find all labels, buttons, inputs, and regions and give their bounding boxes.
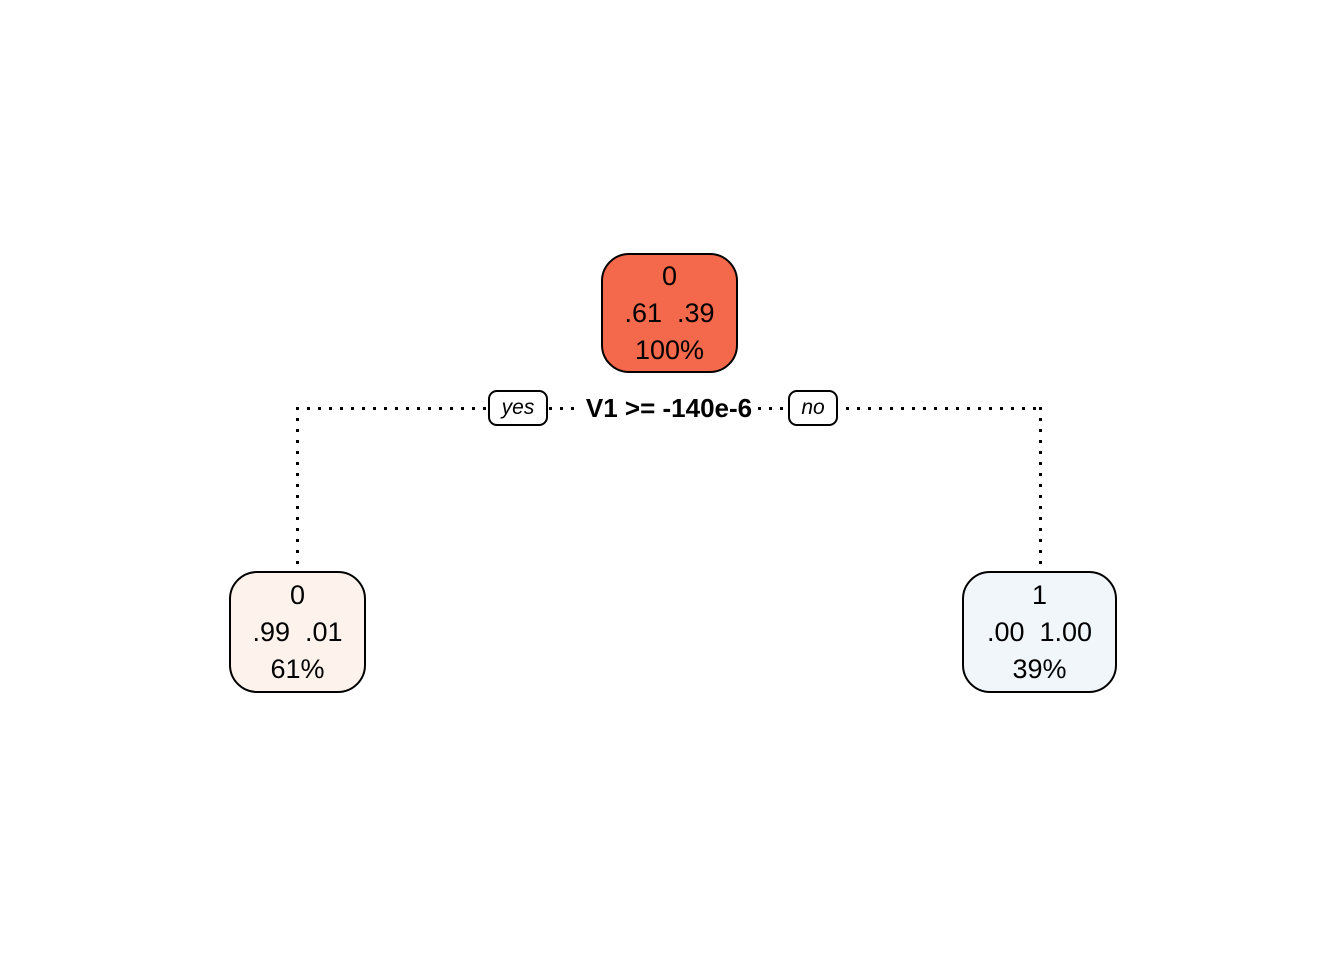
- no-edge-label: no: [788, 390, 838, 426]
- node-probabilities: .99 .01: [252, 616, 343, 647]
- left-branch-line: [296, 407, 299, 571]
- split-condition-label: V1 >= -140e-6: [580, 390, 758, 426]
- yes-edge-label: yes: [488, 390, 548, 426]
- node-probabilities: .61 .39: [624, 297, 715, 328]
- node-coverage: 39%: [1012, 653, 1067, 684]
- node-class-label: 0: [289, 579, 306, 610]
- node-class-label: 0: [661, 260, 678, 291]
- node-probabilities: .00 1.00: [986, 616, 1093, 647]
- tree-node-right-leaf: 1 .00 1.00 39%: [962, 571, 1117, 693]
- tree-node-root: 0 .61 .39 100%: [601, 253, 738, 373]
- node-coverage: 100%: [634, 334, 705, 365]
- node-class-label: 1: [1031, 579, 1048, 610]
- tree-node-left-leaf: 0 .99 .01 61%: [229, 571, 366, 693]
- right-branch-line: [1039, 407, 1042, 571]
- node-coverage: 61%: [270, 653, 325, 684]
